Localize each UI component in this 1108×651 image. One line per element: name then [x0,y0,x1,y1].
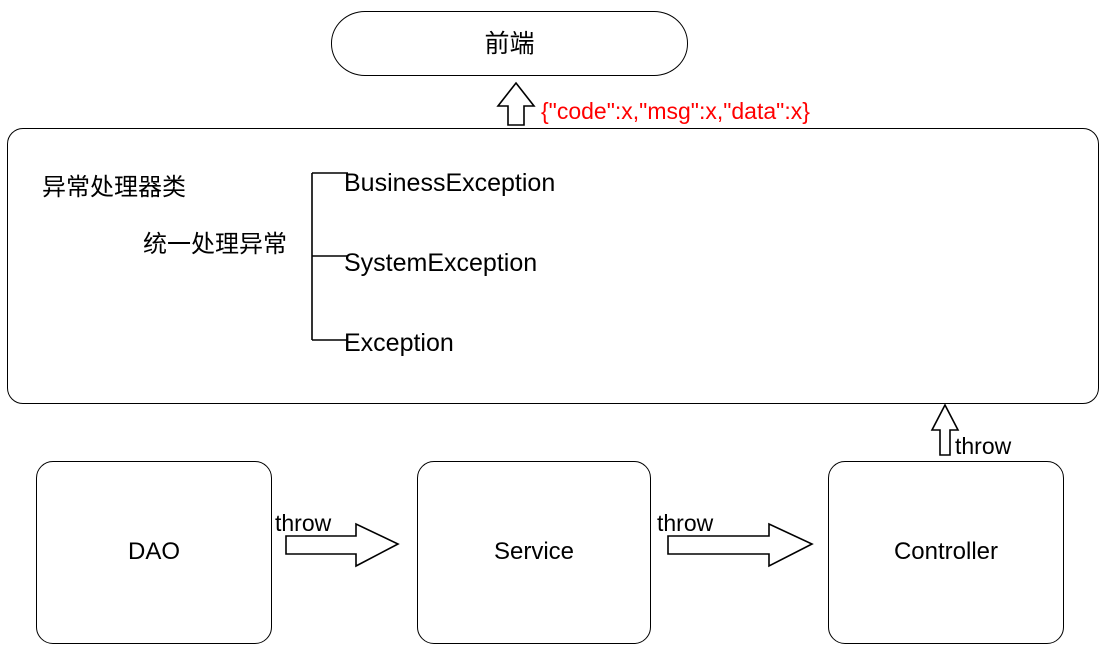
throw-label-controller: throw [955,433,1012,459]
exception-handler-title: 异常处理器类 [42,174,186,201]
throw-arrow-right-icon [667,522,814,568]
response-payload-label: {"code":x,"msg":x,"data":x} [541,98,810,124]
controller-node[interactable]: Controller [828,461,1064,644]
frontend-node[interactable]: 前端 [331,11,688,76]
exception-item-generic: Exception [344,329,454,357]
service-node[interactable]: Service [417,461,651,644]
controller-node-label: Controller [893,538,999,566]
throw-arrow-right-icon [285,522,400,568]
exception-item-business: BusinessException [344,169,556,197]
dao-node[interactable]: DAO [36,461,272,644]
throw-label-dao: throw [275,510,332,536]
exception-item-system: SystemException [344,249,538,277]
throw-label-service: throw [657,510,714,536]
dao-node-label: DAO [127,538,180,566]
response-arrow-up-icon [496,81,536,126]
throw-arrow-up-icon [930,403,960,456]
service-node-label: Service [493,538,575,566]
exception-handler-node[interactable]: 异常处理器类 统一处理异常 BusinessException SystemEx… [7,128,1099,404]
exception-bracket-icon [311,172,348,341]
frontend-node-label: 前端 [484,29,535,58]
exception-handler-subtitle: 统一处理异常 [143,231,287,258]
